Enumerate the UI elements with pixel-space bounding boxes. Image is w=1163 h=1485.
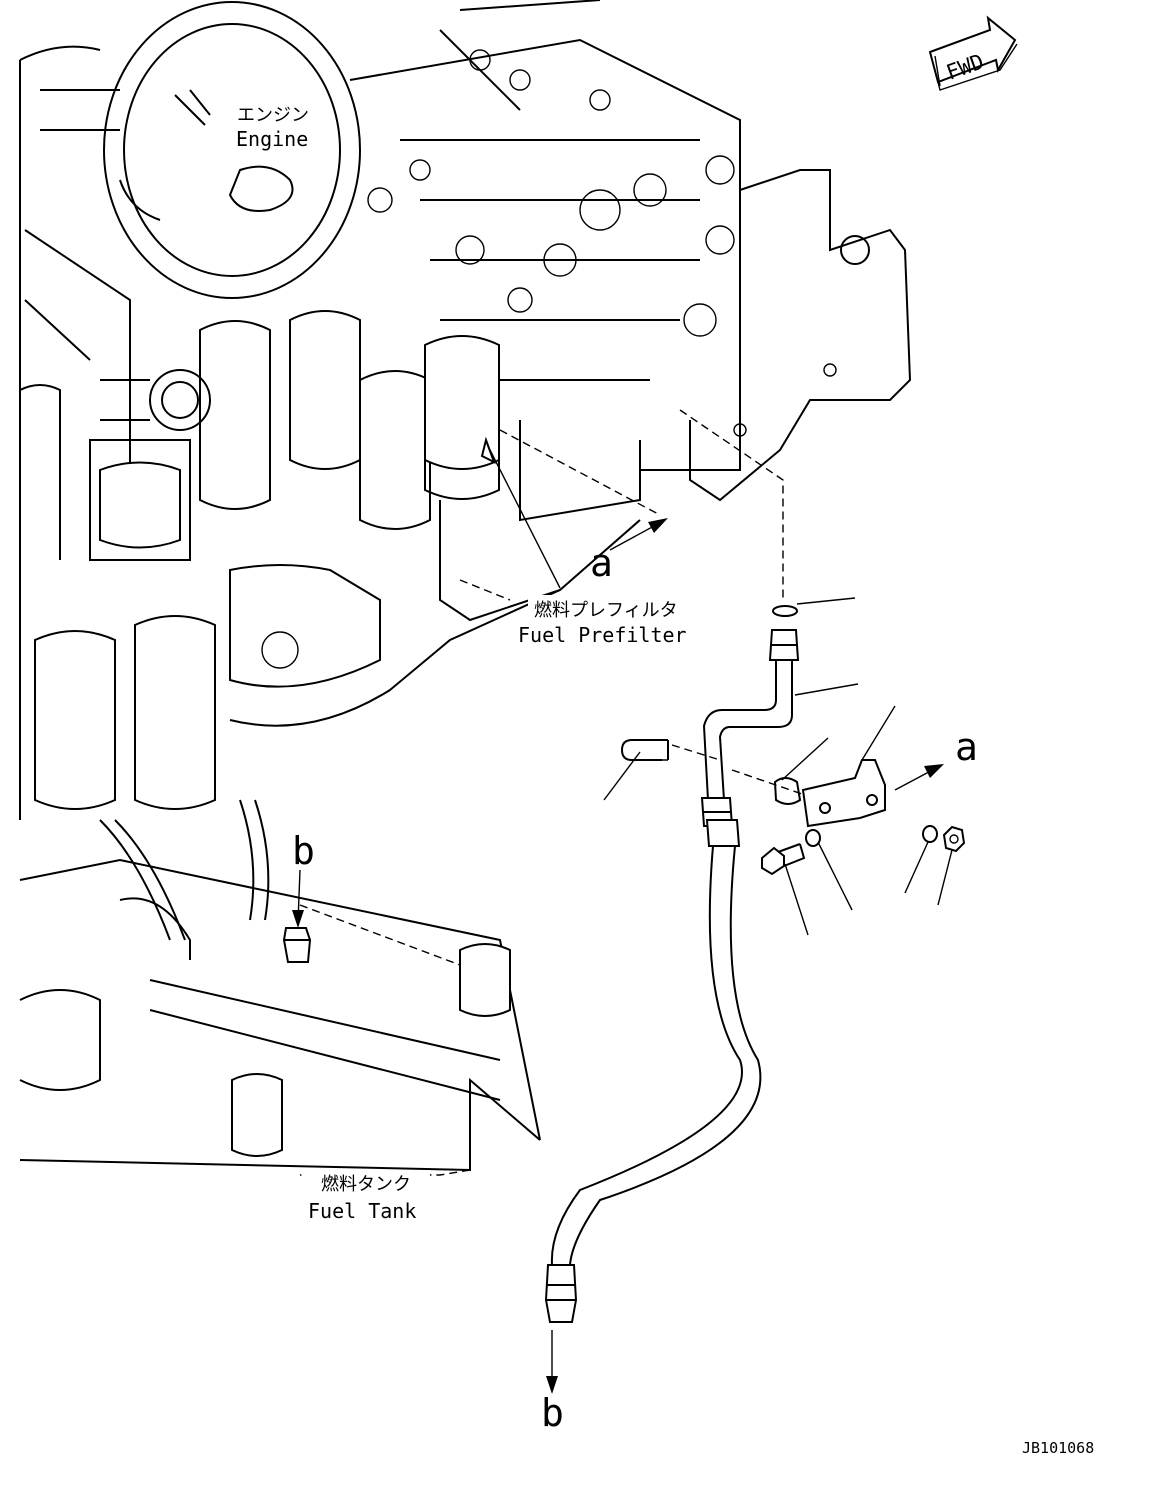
engine-label-en: Engine [236, 127, 308, 151]
engine-label-jp: エンジン [237, 105, 309, 126]
ref-b-label-1: b [292, 829, 315, 873]
clamp [773, 777, 802, 805]
o-ring [772, 605, 798, 617]
drawing-number: JB101068 [1022, 1439, 1094, 1457]
tank-label-jp: 燃料タンク [321, 1174, 411, 1195]
prefilter-label-jp: 燃料プレフィルタ [534, 600, 678, 621]
fuel-tube [702, 660, 793, 801]
ref-a-label-2: a [955, 725, 978, 769]
prefilter-label-en: Fuel Prefilter [518, 623, 687, 647]
engine-assembly [19, 0, 912, 1172]
exploded-parts [544, 605, 966, 1323]
bracket [801, 759, 886, 828]
ref-b-label-2: b [541, 1391, 564, 1435]
leader-lines [292, 409, 953, 1394]
nut [942, 825, 966, 853]
hose-fitting-top [705, 819, 741, 847]
u-bolt [620, 739, 669, 761]
hose-fitting-bottom [544, 1264, 578, 1323]
washer-1 [805, 829, 821, 847]
fwd-indicator: FWD [928, 15, 1018, 91]
fuel-hose [550, 845, 762, 1266]
washer-2 [922, 825, 938, 843]
ref-a-label-1: a [590, 541, 613, 585]
tank-label-en: Fuel Tank [308, 1199, 416, 1223]
